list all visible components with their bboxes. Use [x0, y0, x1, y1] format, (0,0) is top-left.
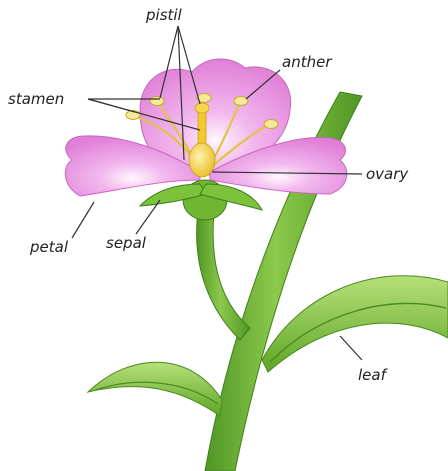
label-ovary: ovary — [366, 165, 409, 183]
label-petal: petal — [29, 238, 69, 256]
label-pistil: pistil — [145, 6, 183, 24]
label-anther: anther — [282, 53, 332, 71]
pistil-stigma — [195, 103, 209, 113]
ovary-shape — [189, 143, 215, 177]
left-leaf — [88, 362, 222, 416]
anther-5 — [264, 120, 278, 129]
right-leaf — [262, 276, 448, 372]
label-stamen: stamen — [8, 90, 64, 108]
anther-2 — [150, 97, 164, 106]
petal-leader — [72, 202, 94, 238]
flower-stalk — [197, 210, 250, 340]
anther-4 — [234, 97, 248, 106]
label-leaf: leaf — [358, 366, 389, 384]
label-sepal: sepal — [106, 234, 147, 252]
leaf-leader — [340, 336, 362, 360]
